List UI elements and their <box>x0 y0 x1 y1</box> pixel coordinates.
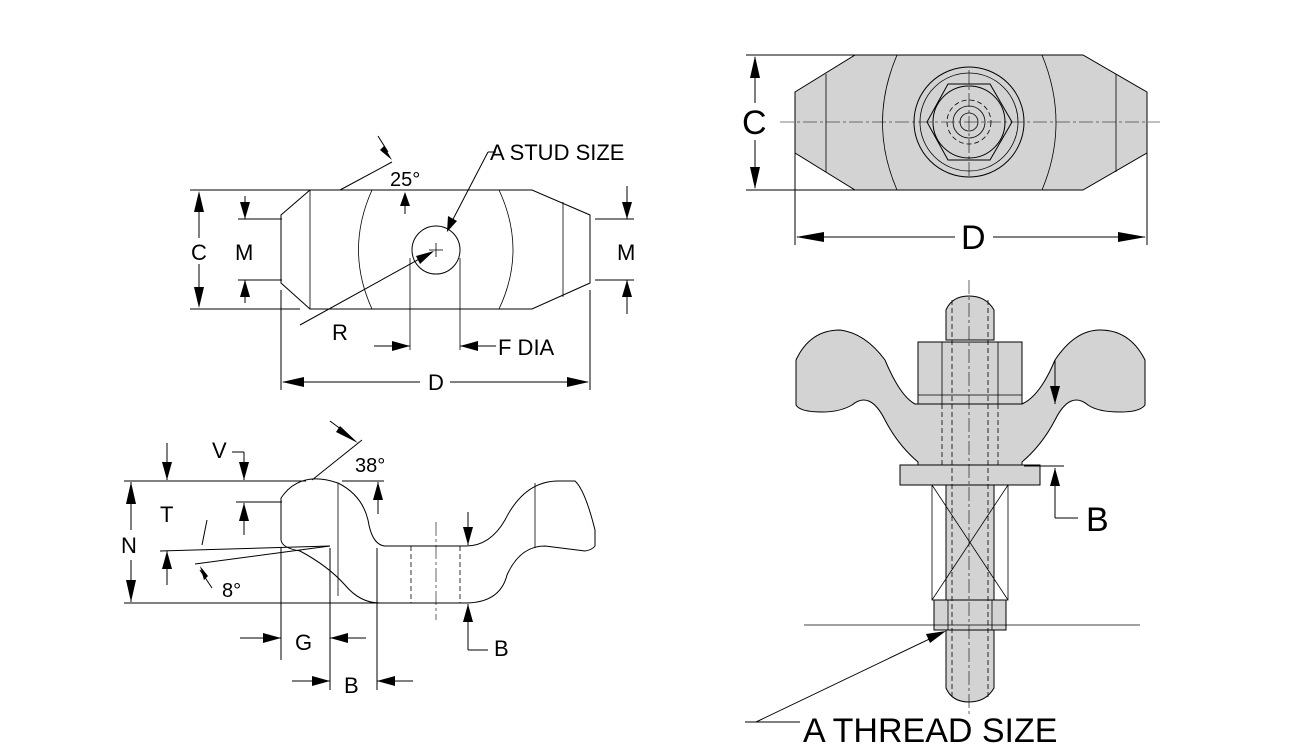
stud-top <box>945 295 995 341</box>
b-right-label: B <box>494 636 509 661</box>
side-view-left: 38° V T 8° N <box>121 420 596 698</box>
r-leader <box>299 251 433 326</box>
clamp-plan-body <box>794 54 1148 191</box>
arrowhead <box>194 287 204 308</box>
arrowhead <box>622 202 632 219</box>
f-dia-label: F DIA <box>498 335 555 360</box>
angle-38-label: 38° <box>355 455 385 477</box>
stud-size-label: A STUD SIZE <box>490 140 624 165</box>
arrowhead <box>400 192 410 206</box>
arrowhead <box>1050 468 1060 486</box>
arrowhead <box>263 633 281 643</box>
b-front-label: B <box>1086 501 1109 539</box>
arrowhead <box>380 146 392 160</box>
arrowhead <box>1050 386 1060 404</box>
angle-leader <box>199 569 213 589</box>
arrowhead <box>126 580 136 602</box>
n-label: N <box>121 533 137 558</box>
v-label: V <box>212 438 227 463</box>
clamp-plan-arc <box>1041 54 1057 191</box>
clamp-front-body <box>795 329 1146 486</box>
angle-leader <box>194 545 331 565</box>
arrowhead <box>162 462 172 480</box>
arrowhead <box>240 202 250 219</box>
arrowhead <box>330 633 348 643</box>
arrowhead <box>194 191 204 212</box>
angle-leader <box>339 161 393 191</box>
arrowhead <box>239 462 249 480</box>
arrowhead <box>750 167 760 189</box>
front-view-right: B A THREAD SIZE <box>745 280 1146 749</box>
stud-bottom <box>945 629 995 703</box>
m-left-label: M <box>235 240 253 265</box>
r-label: R <box>332 320 348 345</box>
slot-cross <box>931 484 1009 601</box>
c-right-label: C <box>742 104 767 142</box>
d-right-label: D <box>961 219 986 257</box>
thread-size-label: A THREAD SIZE <box>803 712 1057 749</box>
thread-leader <box>755 632 943 723</box>
plan-view-right: C D <box>742 54 1160 257</box>
arrowhead <box>162 551 172 569</box>
clamp-plan-arc <box>498 189 514 310</box>
clamp-plan-arc <box>882 54 898 191</box>
arrowhead <box>126 482 136 504</box>
t-label: T <box>160 502 173 527</box>
m-right-label: M <box>617 240 635 265</box>
lower-nut <box>933 599 1007 631</box>
extension-line <box>159 545 331 552</box>
arrowhead <box>622 280 632 297</box>
stud-leader <box>449 151 489 226</box>
arrowhead <box>750 56 760 78</box>
washer-front <box>899 464 1041 486</box>
arrowhead <box>373 482 383 500</box>
arrowhead <box>567 377 589 387</box>
angle-8-label: 8° <box>222 580 241 602</box>
angle-leader <box>377 135 389 153</box>
c-label: C <box>191 240 207 265</box>
arrowhead <box>463 604 473 622</box>
arrowhead <box>240 280 250 297</box>
arrowhead <box>1118 232 1146 242</box>
angle-leader <box>311 439 363 481</box>
arrowhead <box>239 503 249 521</box>
arrowhead <box>200 566 208 580</box>
arrowhead <box>312 676 330 686</box>
arrowhead <box>377 676 395 686</box>
d-label-left: D <box>428 370 444 395</box>
upper-nut <box>917 341 1023 405</box>
arrowhead <box>392 341 410 351</box>
plan-view-left: 25° A STUD SIZE C M M R <box>190 135 635 395</box>
arrowhead <box>463 527 473 545</box>
arrowhead <box>282 377 304 387</box>
stud-hole <box>411 225 461 275</box>
arrowhead <box>926 631 946 643</box>
clamp-side-outline <box>280 478 596 604</box>
b-bottom-label: B <box>344 673 359 698</box>
clamp-plan-arc <box>358 189 373 310</box>
arrowhead <box>796 232 824 242</box>
arrowhead <box>416 251 434 264</box>
arrowhead <box>336 426 358 443</box>
clamp-plan-outline <box>280 189 591 310</box>
arrowhead <box>460 341 478 351</box>
arrowhead <box>447 216 457 232</box>
angle-25-label: 25° <box>390 169 420 191</box>
g-label: G <box>295 630 312 655</box>
angle-leader <box>201 519 208 546</box>
